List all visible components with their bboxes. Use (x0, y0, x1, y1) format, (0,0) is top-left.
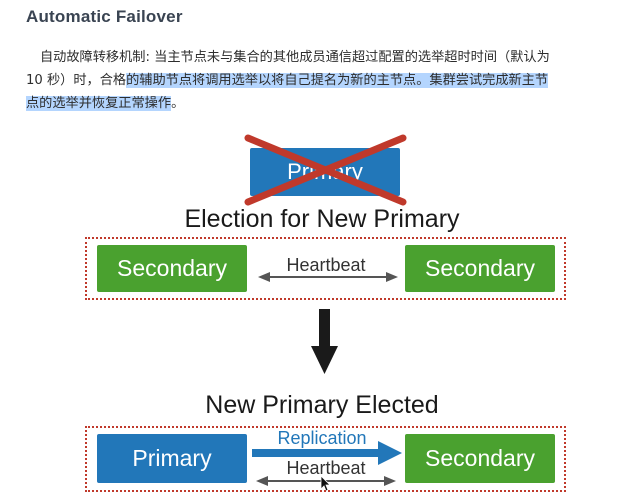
para-line-3-selected: 点的选举并恢复正常操作 (26, 96, 172, 111)
para-line-2-selected: 的辅助节点将调用选举以将自己提名为新的主节点。集群尝试完成新主节 (126, 73, 549, 88)
secondary-bottom-box: Secondary (405, 434, 555, 483)
secondary-right-box: Secondary (405, 245, 555, 292)
heartbeat-top-label: Heartbeat (286, 255, 366, 275)
replication-arrow (252, 441, 402, 465)
elected-title: New Primary Elected (205, 391, 439, 419)
secondary-left-box: Secondary (97, 245, 247, 292)
replication-label: Replication (277, 428, 367, 448)
down-arrow-icon (311, 309, 338, 374)
heartbeat-bottom-label: Heartbeat (286, 458, 366, 478)
secondary-left-label: Secondary (117, 255, 227, 281)
secondary-right-label: Secondary (425, 255, 535, 281)
section-heading: Automatic Failover (26, 7, 183, 26)
para-line-1: 自动故障转移机制: 当主节点未与集合的其他成员通信超过配置的选举超时时间（默认为 (40, 50, 550, 65)
election-title: Election for New Primary (184, 205, 460, 233)
para-line-3-end: 。 (171, 96, 185, 111)
new-primary-label: Primary (132, 445, 212, 471)
secondary-bottom-label: Secondary (425, 445, 535, 471)
heartbeat-top-arrow (258, 272, 398, 282)
failover-description: 自动故障转移机制: 当主节点未与集合的其他成员通信超过配置的选举超时时间（默认为… (26, 46, 631, 115)
election-group (85, 237, 566, 300)
elected-group (85, 426, 566, 492)
para-line-2-plain: 10 秒）时，合格 (26, 73, 127, 88)
new-primary-box: Primary (97, 434, 247, 483)
